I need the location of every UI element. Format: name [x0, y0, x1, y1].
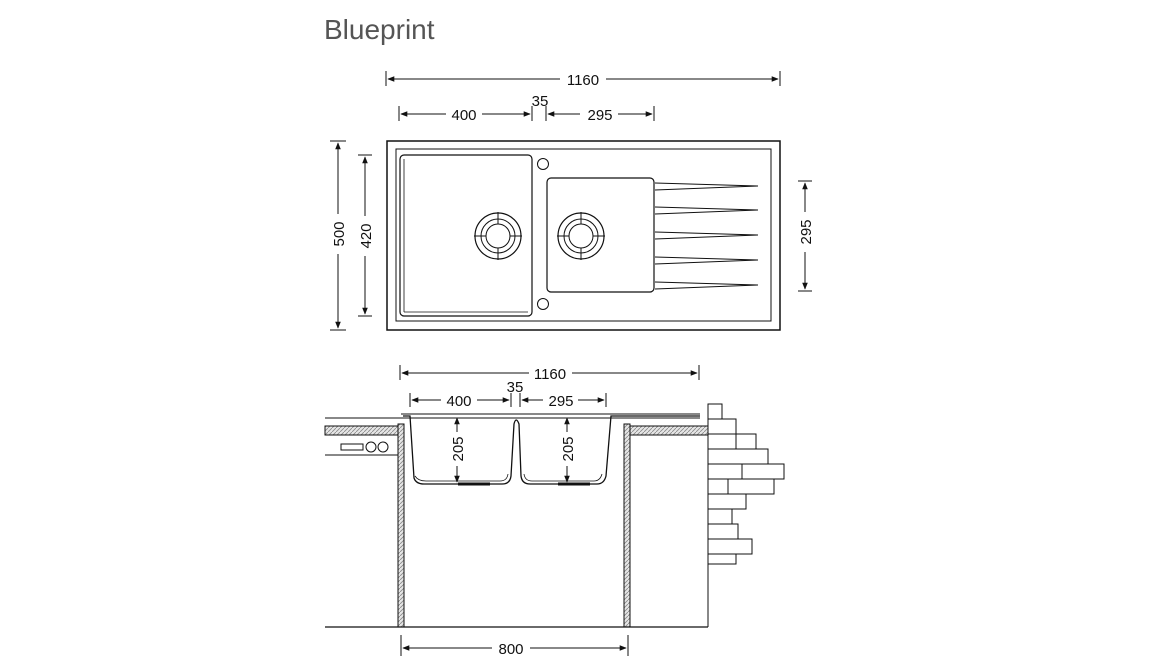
dim-label-400-top: 400: [451, 107, 476, 124]
dim-side-cabinet-width: 800: [400, 635, 629, 658]
dim-label-1160-top: 1160: [567, 72, 599, 89]
right-drain-icon: [557, 212, 605, 260]
dim-top-right-bowl-depth: 295: [798, 180, 815, 292]
sink-inner-rim: [395, 148, 772, 322]
dim-label-205-right: 205: [560, 436, 577, 461]
dim-top-bowl-widths: 400 35 295: [398, 93, 655, 124]
dim-label-295-top: 295: [587, 107, 612, 124]
dim-label-35-side: 35: [507, 379, 524, 396]
side-view: 1160 400 35 295: [324, 365, 785, 658]
dim-label-205-left: 205: [450, 436, 467, 461]
dim-label-420: 420: [358, 223, 375, 248]
dim-label-1160-side: 1160: [534, 366, 566, 383]
dim-top-bowl-depth: 420: [358, 154, 375, 317]
countertop-left: [324, 425, 404, 436]
dim-label-35-top: 35: [532, 93, 549, 110]
dim-top-overall-depth: 500: [330, 140, 348, 331]
dim-side-bowl-widths: 400 35 295: [409, 379, 607, 410]
countertop-right: [627, 425, 709, 436]
sink-profile: [403, 415, 700, 485]
cabinet-wall-left: [397, 423, 405, 628]
sink-outer-outline: [386, 140, 781, 331]
brick-wall: [707, 403, 785, 627]
dim-side-right-bowl-height: 205: [560, 417, 577, 483]
tap-hole-bottom-icon: [537, 298, 549, 310]
dim-label-295-side: 295: [548, 393, 573, 410]
dim-side-left-bowl-height: 205: [450, 417, 467, 483]
top-view: 1160 400 35 295: [330, 71, 815, 331]
dim-label-400-side: 400: [446, 393, 471, 410]
drainer-grooves: [654, 182, 759, 290]
dim-label-800: 800: [498, 641, 523, 658]
dim-label-500: 500: [331, 221, 348, 246]
right-bowl-top: [546, 177, 655, 293]
dim-side-overall-width: 1160: [399, 365, 700, 383]
left-drain-icon: [474, 212, 522, 260]
dim-top-overall-width: 1160: [385, 71, 781, 89]
drawer-handle-icon: [340, 441, 389, 453]
page-title: Blueprint: [324, 14, 435, 45]
cabinet-wall-right: [623, 423, 631, 628]
dim-label-295-right: 295: [798, 219, 815, 244]
tap-hole-top-icon: [537, 158, 549, 170]
left-bowl-top: [399, 154, 533, 317]
